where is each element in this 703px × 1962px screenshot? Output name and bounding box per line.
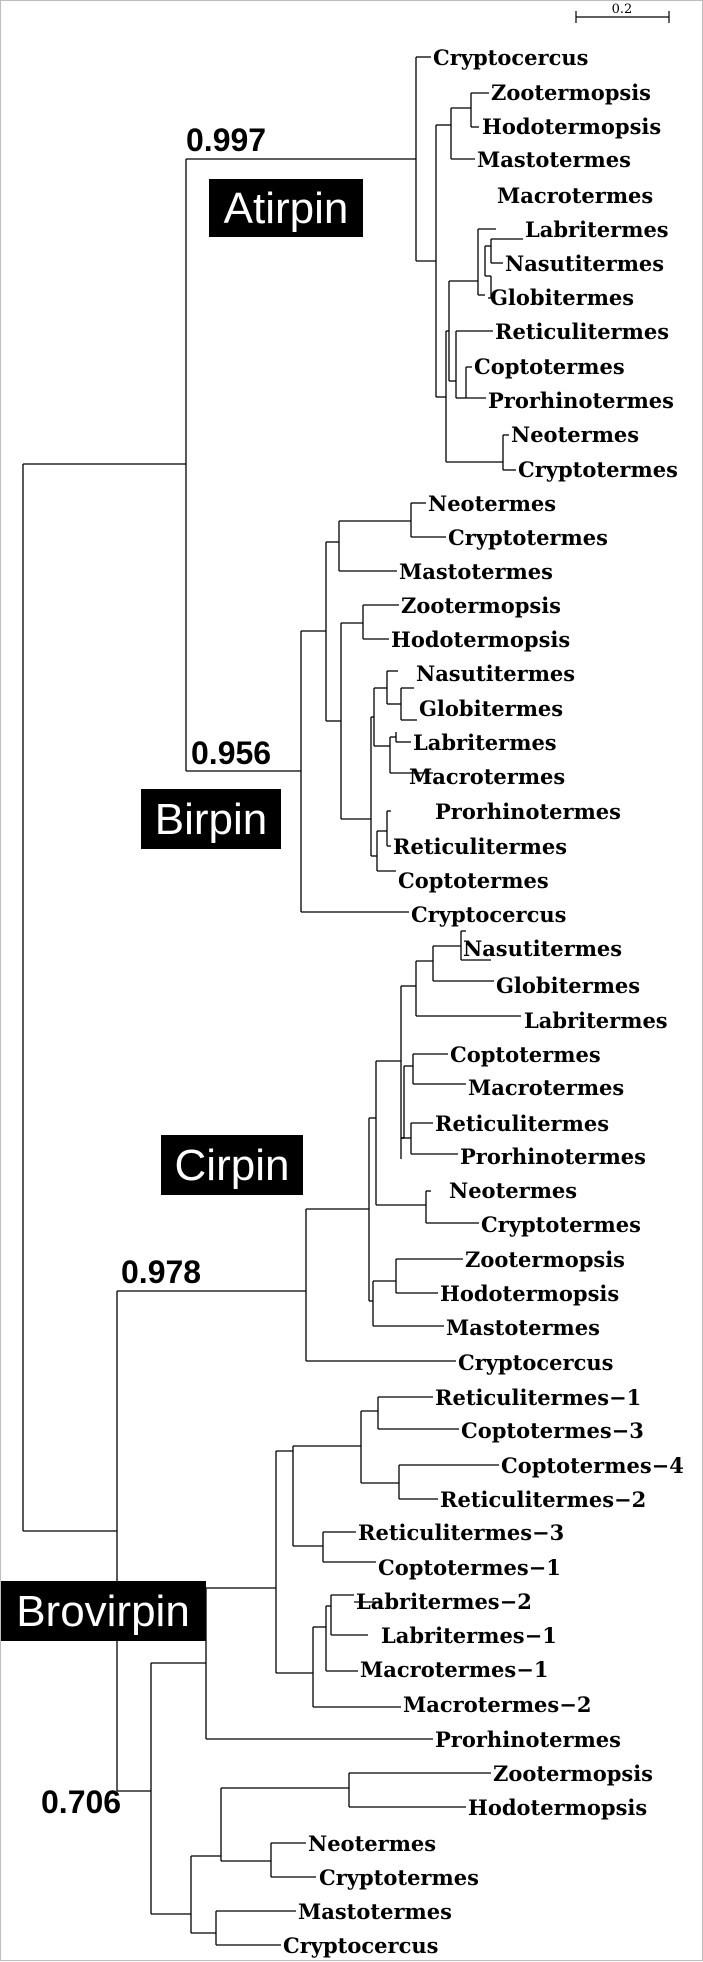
tip-labels: Cryptocercus Zootermopsis Hodotermopsis … [283,45,684,1958]
tip-label: Cryptocercus [458,1350,613,1375]
tip-label: Neotermes [511,422,639,447]
scale-bar-label: 0.2 [612,2,633,17]
tip-label: Coptotermes−3 [461,1418,644,1443]
tip-label: Hodotermopsis [440,1281,619,1306]
tip-label: Mastotermes [446,1315,600,1340]
tip-label: Macrotermes−1 [360,1657,548,1682]
tip-label: Reticulitermes [435,1111,609,1136]
tip-label: Macrotermes [497,183,653,208]
tip-label: Cryptocercus [433,45,588,70]
tip-label: Hodotermopsis [391,627,570,652]
tip-label: Prorhinotermes [488,388,674,413]
support-value: 0.956 [191,735,271,771]
tip-label: Mastotermes [399,559,553,584]
tip-label: Globitermes [496,973,640,998]
tip-label: Reticulitermes [393,834,567,859]
tip-label: Globitermes [419,696,563,721]
tip-label: Labritermes−1 [381,1623,557,1648]
clade-box [1,1581,206,1641]
tip-label: Cryptotermes [518,457,678,482]
tip-label: Zootermopsis [491,80,651,105]
tip-label: Mastotermes [298,1899,452,1924]
tip-label: Coptotermes−4 [501,1453,684,1478]
tip-label: Neotermes [449,1178,577,1203]
clade-label: Brovirpin [16,1587,190,1636]
tip-label: Neotermes [428,491,556,516]
tip-label: Labritermes [524,1008,668,1033]
tip-label: Coptotermes−1 [378,1555,561,1580]
tip-label: Zootermopsis [493,1761,653,1786]
tip-label: Reticulitermes−2 [440,1487,646,1512]
tip-label: Cryptotermes [481,1212,641,1237]
tip-label: Zootermopsis [401,593,561,618]
clade-box [209,179,363,237]
tip-label: Labritermes [413,730,557,755]
tip-label: Nasutitermes [416,661,575,686]
tip-label: Labritermes [525,217,669,242]
clade-label: Atirpin [224,184,349,233]
tip-label: Nasutitermes [505,251,664,276]
tip-label: Labritermes−2 [356,1589,532,1614]
tip-label: Nasutitermes [463,936,622,961]
tip-label: Reticulitermes [495,319,669,344]
tip-label: Prorhinotermes [460,1144,646,1169]
support-value: 0.997 [186,122,266,158]
tip-label: Macrotermes−2 [403,1692,591,1717]
tip-label: Macrotermes [409,764,565,789]
tip-label: Hodotermopsis [468,1795,647,1820]
tip-label: Reticulitermes−3 [358,1520,564,1545]
tip-label: Cryptocercus [411,902,566,927]
clade-labels: Atirpin Birpin Cirpin Brovirpin [1,179,363,1641]
tip-label: Coptotermes [398,868,549,893]
tip-label: Globitermes [490,285,634,310]
clade-label: Birpin [155,795,268,844]
tip-label: Reticulitermes−1 [435,1385,641,1410]
clade-label: Cirpin [175,1141,290,1190]
tree-branches [22,56,523,1946]
tip-label: Cryptotermes [448,525,608,550]
support-value: 0.978 [121,1254,201,1290]
tip-label: Macrotermes [468,1075,624,1100]
tip-label: Prorhinotermes [435,1727,621,1752]
scale-bar: 0.2 [575,2,670,23]
tip-label: Hodotermopsis [482,114,661,139]
tip-label: Coptotermes [474,354,625,379]
clade-box [141,789,281,849]
tip-label: Coptotermes [450,1042,601,1067]
tip-label: Mastotermes [477,147,631,172]
clade-box [161,1135,303,1195]
tip-label: Cryptocercus [283,1933,438,1958]
support-value: 0.706 [41,1784,121,1820]
support-values: 0.997 0.956 0.978 0.706 [41,122,271,1820]
tip-label: Zootermopsis [465,1247,625,1272]
tip-label: Prorhinotermes [435,799,621,824]
tip-label: Cryptotermes [319,1865,479,1890]
tip-label: Neotermes [308,1831,436,1856]
